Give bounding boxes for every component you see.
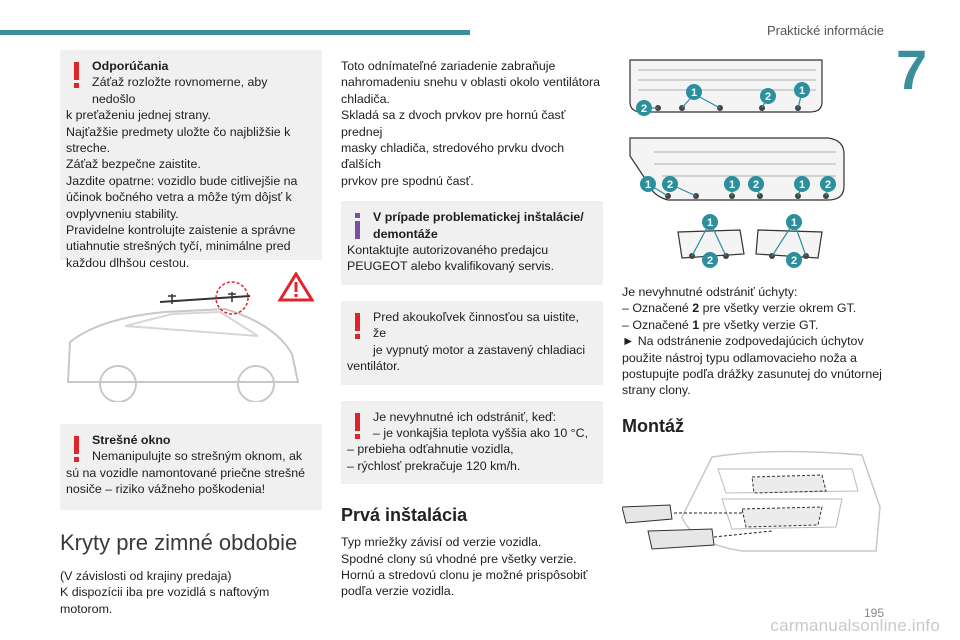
svg-text:2: 2	[791, 255, 797, 267]
warning-triangle-icon	[277, 272, 315, 302]
body-line: Hornú a stredovú clonu je možné prispôso…	[341, 567, 588, 582]
callout-1: 1	[786, 214, 802, 230]
warning-exclamation-icon	[355, 312, 360, 339]
svg-text:2: 2	[641, 103, 647, 115]
warn-line: ventilátor.	[347, 359, 401, 374]
svg-text:1: 1	[691, 87, 697, 99]
intro-line: Skladá sa z dvoch prvkov pre hornú časť …	[341, 108, 566, 139]
removal-item: – Označené 1 pre všetky verzie GT.	[622, 317, 819, 332]
callout-2: 2	[820, 176, 836, 192]
svg-text:1: 1	[729, 179, 735, 191]
warn-line: Je nevyhnutné ich odstrániť, keď:	[373, 409, 557, 424]
callout-1: 1	[702, 214, 718, 230]
svg-text:2: 2	[753, 179, 759, 191]
recommendations-box: Odporúčania Záťaž rozložte rovnomerne, a…	[60, 50, 322, 270]
roof-line: Nemanipulujte so strešným oknom, ak	[92, 449, 303, 464]
chapter-number: 7	[896, 38, 928, 101]
info-title: demontáže	[373, 226, 438, 241]
column-left: Odporúčania Záťaž rozložte rovnomerne, a…	[60, 50, 322, 617]
roof-line: nosiče – riziko vážneho poškodenia!	[66, 482, 266, 497]
callout-2: 2	[636, 100, 652, 116]
rec-line: Záťaž bezpečne zaistite.	[66, 157, 201, 172]
callout-1: 1	[724, 176, 740, 192]
header-accent-bar	[0, 30, 470, 35]
svg-text:2: 2	[765, 91, 771, 103]
callout-2: 2	[786, 252, 802, 268]
watermark: carmanualsonline.info	[770, 616, 940, 635]
rec-line: Pravidelne kontrolujte zaistenie a správ…	[66, 223, 296, 238]
warn-line: je vypnutý motor a zastavený chladiaci	[373, 342, 586, 357]
body-line: Spodné clony sú vhodné pre všetky verzie…	[341, 551, 577, 566]
callout-2: 2	[662, 176, 678, 192]
rec-line: každou dlhšou cestou.	[66, 255, 190, 270]
warn-line: – je vonkajšia teplota vyššia ako 10 °C,	[373, 425, 589, 440]
roof-window-title: Strešné okno	[92, 433, 171, 447]
callout-1: 1	[640, 176, 656, 192]
info-line: PEUGEOT alebo kvalifikovaný servis.	[347, 259, 555, 274]
intro-line: chladiča.	[341, 91, 390, 106]
intro-line: K dispozícii iba pre vozidlá s naftovým …	[60, 585, 270, 616]
recommendations-title: Odporúčania	[92, 59, 169, 73]
warning-exclamation-icon	[74, 436, 79, 462]
warning-exclamation-icon	[74, 62, 79, 88]
rec-line: Najťažšie predmety uložte čo najbližšie …	[66, 124, 291, 139]
rec-line: streche.	[66, 141, 111, 156]
warn-line: Pred akoukoľvek činnosťou sa uistite, že	[373, 309, 579, 341]
engine-off-warning-box: Pred akoukoľvek činnosťou sa uistite, že…	[341, 300, 603, 385]
mounting-illustration	[622, 450, 881, 552]
roof-line: sú na vozidle namontované priečne strešn…	[66, 465, 306, 480]
warn-line: – rýchlosť prekračuje 120 km/h.	[347, 458, 521, 473]
page-number: 195	[863, 606, 884, 620]
callout-1: 1	[686, 84, 702, 100]
callout-2: 2	[760, 88, 776, 104]
svg-text:1: 1	[799, 85, 805, 97]
column-middle: Toto odnímateľné zariadenie zabraňuje na…	[341, 58, 603, 600]
rec-line: účinok bočného vetra a môže tým dôjsť k	[66, 190, 292, 205]
removal-item: – Označené 2 pre všetky verzie okrem GT.	[622, 301, 857, 316]
svg-text:2: 2	[825, 179, 831, 191]
removal-warning-box: Je nevyhnutné ich odstrániť, keď: – je v…	[341, 400, 603, 485]
rec-line: Jazdite opatrne: vozidlo bude citlivejši…	[66, 173, 298, 188]
body-line: Typ mriežky závisí od verzie vozidla.	[341, 535, 542, 550]
callout-1: 1	[794, 82, 810, 98]
svg-text:2: 2	[667, 179, 673, 191]
svg-text:1: 1	[799, 179, 805, 191]
svg-text:1: 1	[645, 179, 651, 191]
first-installation-heading: Prvá inštalácia	[341, 505, 468, 526]
column-right: 2 1 2 1 1 2 1 2 1 2 1 1 2 2 Je nevyhnutn…	[622, 56, 884, 557]
mounting-heading: Montáž	[622, 415, 684, 436]
intro-line: Toto odnímateľné zariadenie zabraňuje	[341, 59, 556, 73]
info-box: V prípade problematickej inštalácie/ dem…	[341, 201, 603, 285]
tool-line: použite nástroj typu odlamovacieho noža …	[622, 350, 857, 365]
warning-exclamation-icon	[355, 412, 360, 439]
svg-text:1: 1	[707, 217, 713, 229]
intro-line: prvkov pre spodnú časť.	[341, 173, 474, 188]
roof-window-box: Strešné okno Nemanipulujte so strešným o…	[60, 424, 322, 510]
rec-line: ovplyvneniu stability.	[66, 206, 179, 221]
winter-covers-heading: Kryty pre zimné obdobie	[60, 530, 298, 555]
intro-line: nahromadeniu snehu v oblasti okolo venti…	[341, 75, 600, 90]
running-title: Praktické informácie	[766, 23, 884, 38]
callout-1: 1	[794, 176, 810, 192]
warn-line: – prebieha odťahnutie vozidla,	[347, 442, 514, 457]
rec-line: utiahnutie strešných tyčí, minimálne pre…	[66, 239, 291, 254]
svg-text:1: 1	[791, 217, 797, 229]
rec-line: Záťaž rozložte rovnomerne, aby nedošlo	[92, 75, 268, 106]
car-roof-bars-illustration	[66, 272, 315, 402]
svg-text:2: 2	[707, 255, 713, 267]
tool-line: ► Na odstránenie zodpovedajúcich úchytov	[622, 334, 864, 349]
callout-2: 2	[748, 176, 764, 192]
tool-line: strany clony.	[622, 383, 691, 398]
info-line: Kontaktujte autorizovaného predajcu	[347, 243, 549, 258]
intro-line: masky chladiča, stredového prvku dvoch ď…	[341, 141, 565, 172]
removal-intro: Je nevyhnutné odstrániť úchyty:	[622, 285, 798, 299]
tool-line: postupujte podľa drážky zasunutej do vnú…	[622, 367, 882, 382]
body-line: podľa verzie vozidla.	[341, 584, 455, 599]
grille-covers-diagram: 2 1 2 1 1 2 1 2 1 2 1 1 2 2	[629, 59, 845, 268]
callout-2: 2	[702, 252, 718, 268]
rec-line: k preťaženiu jednej strany.	[66, 108, 211, 123]
info-title: V prípade problematickej inštalácie/	[373, 210, 584, 225]
info-icon	[355, 213, 360, 240]
intro-line: (V závislosti od krajiny predaja)	[60, 569, 232, 583]
